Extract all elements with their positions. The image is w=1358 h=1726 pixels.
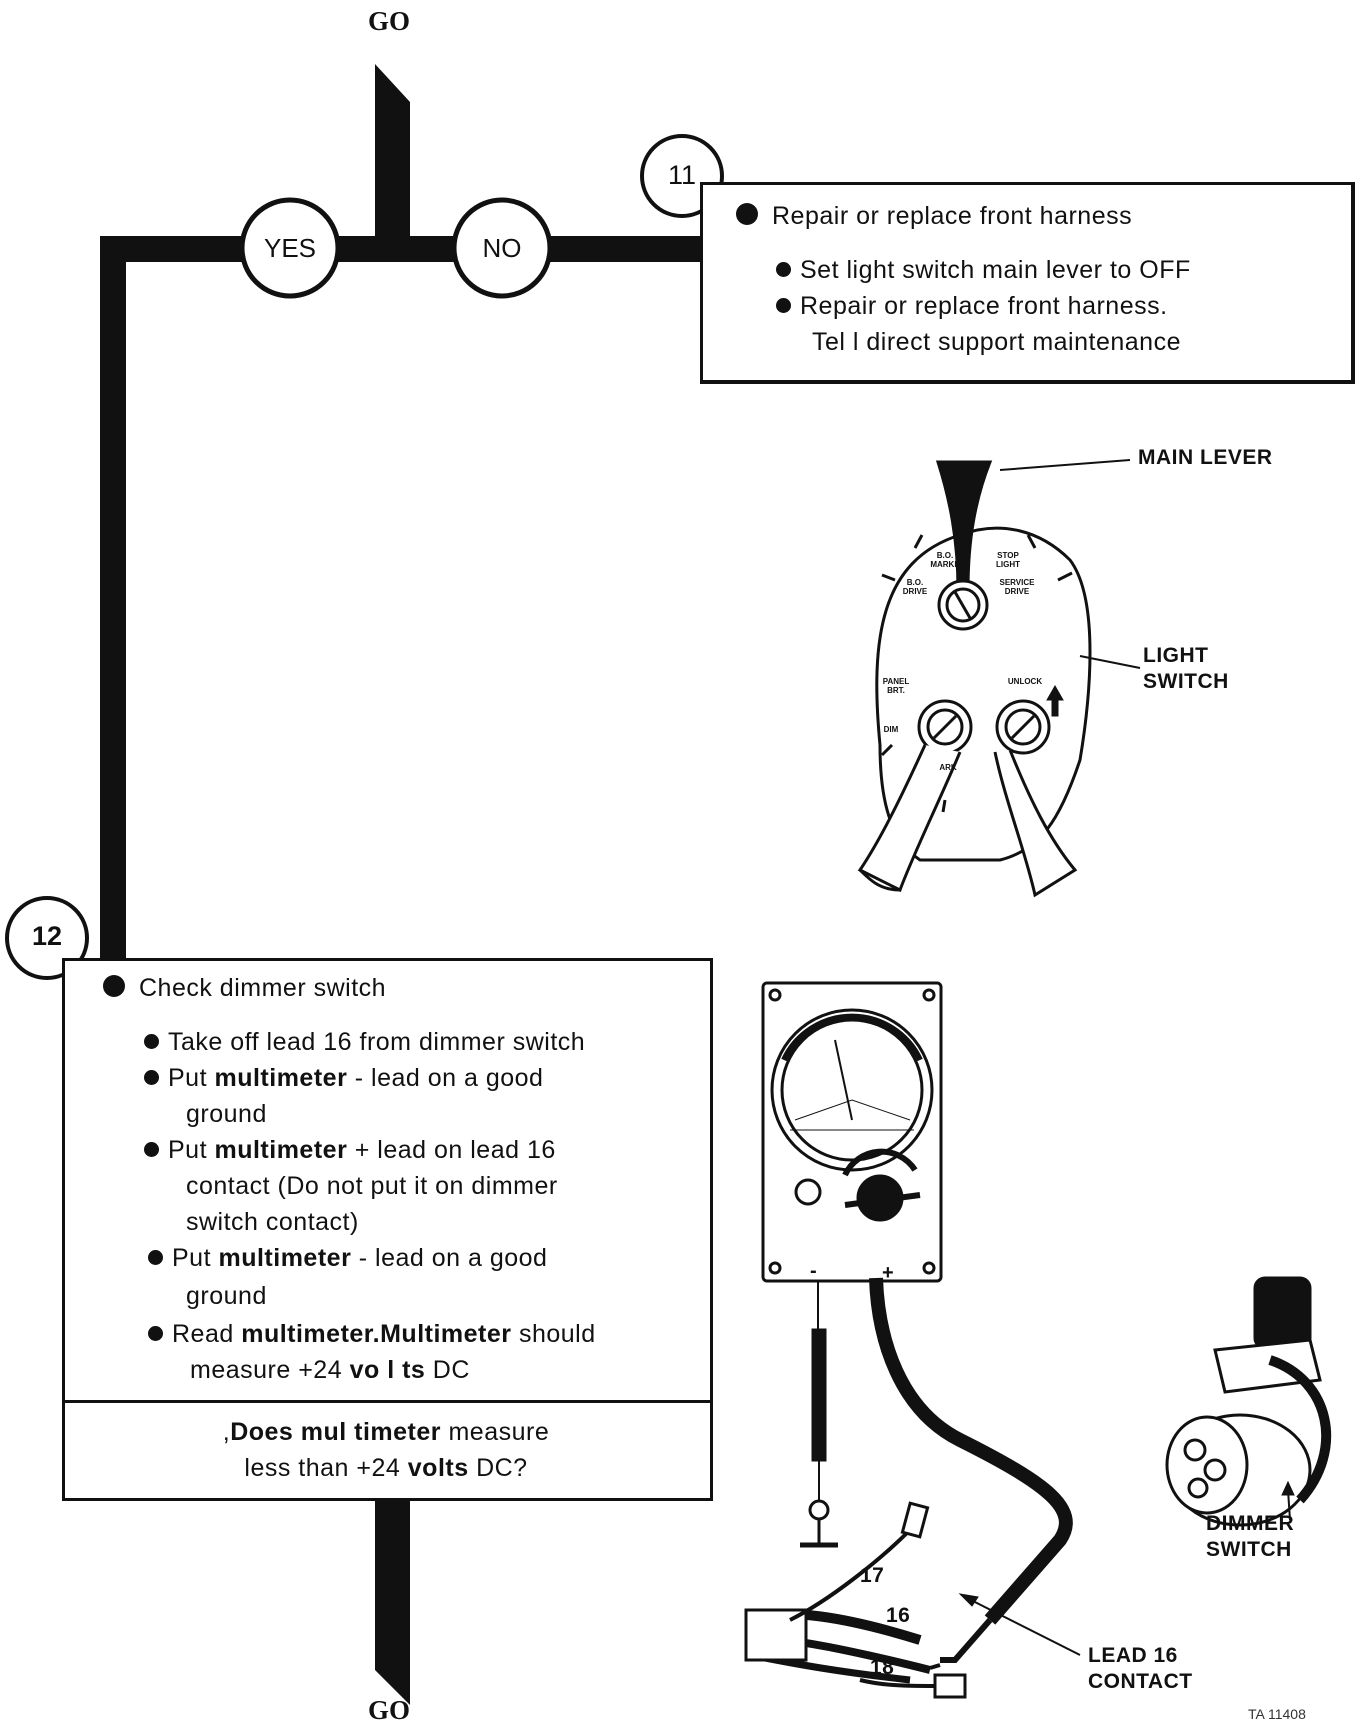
- step12-item-1: Take off lead 16 from dimmer switch: [144, 1024, 585, 1060]
- step11-item-3: Tel l direct support maintenance: [812, 328, 1181, 356]
- plus-terminal: +: [882, 1262, 894, 1284]
- horizontal-flow-bar: [100, 236, 712, 262]
- bullet-icon: [144, 1034, 159, 1049]
- bo-drive-text: B.O.DRIVE: [902, 578, 928, 596]
- bottom-go-label: GO: [368, 1695, 411, 1725]
- lead-17-label: 17: [860, 1564, 885, 1587]
- yes-circle: [239, 197, 341, 299]
- dimmer-callout: DIMMER: [1206, 1512, 1295, 1535]
- step12-item-3: Put multimeter + lead on lead 16: [144, 1132, 556, 1168]
- step12-item-5: Read multimeter.Multimeter should: [148, 1316, 596, 1352]
- bullet-icon: [776, 298, 791, 313]
- bo-marker-text: B.O.MARKE: [930, 551, 960, 569]
- ark-text: ARK: [939, 763, 957, 772]
- lead16-callout: LEAD 16: [1088, 1644, 1178, 1667]
- dimmer-switch-callout: SWITCH: [1206, 1538, 1292, 1561]
- contact-callout: CONTACT: [1088, 1670, 1193, 1693]
- bullet-icon: [776, 262, 791, 277]
- step12-item-4: Put multimeter - lead on a good: [148, 1240, 547, 1276]
- step12-item-3-cont2: switch contact): [186, 1208, 359, 1236]
- step11-number: 11: [667, 160, 697, 190]
- step12-divider: [62, 1400, 710, 1403]
- bullet-icon: [148, 1250, 163, 1265]
- lead-16-label: 16: [886, 1604, 911, 1627]
- step12-question-line2: less than +24 volts DC?: [244, 1454, 528, 1482]
- figure-id: TA 11408: [1248, 1706, 1306, 1722]
- step12-item-5-cont: measure +24 vo l ts DC: [190, 1356, 470, 1384]
- bullet-icon: [144, 1142, 159, 1157]
- top-go-label: GO: [368, 6, 411, 36]
- step11-item-2: Repair or replace front harness.: [776, 288, 1168, 324]
- left-flow-bar: [100, 236, 126, 961]
- yes-label: YES: [263, 233, 317, 263]
- step12-box: [62, 958, 713, 1501]
- bullet-icon: [144, 1070, 159, 1085]
- no-circle: [451, 197, 553, 299]
- step11-item-1: Set light switch main lever to OFF: [776, 252, 1191, 288]
- no-label: NO: [482, 233, 522, 263]
- switch-callout: SWITCH: [1143, 670, 1229, 693]
- bottom-flow-line: [375, 1498, 410, 1705]
- lead-18-label: 18: [870, 1656, 895, 1679]
- step12-number: 12: [31, 921, 63, 951]
- step11-title: Repair or replace front harness: [736, 198, 1132, 234]
- step12-title: Check dimmer switch: [103, 970, 386, 1006]
- step12-item-3-cont: contact (Do not put it on dimmer: [186, 1172, 558, 1200]
- bullet-icon: [103, 975, 125, 997]
- top-flow-line: [375, 57, 410, 240]
- unlock-text: UNLOCK: [1007, 677, 1043, 686]
- minus-terminal: -: [810, 1260, 817, 1282]
- step12-item-4-cont: ground: [186, 1282, 267, 1310]
- bullet-icon: [736, 203, 758, 225]
- light-callout: LIGHT: [1143, 644, 1209, 667]
- step11-box: [700, 182, 1355, 384]
- light-switch-illustration: [857, 459, 1141, 898]
- dim-text: DIM: [883, 725, 899, 734]
- step12-question-line1: ,Does mul timeter measure: [222, 1418, 550, 1446]
- multimeter-illustration: [744, 981, 1332, 1699]
- bullet-icon: [148, 1326, 163, 1341]
- step12-item-2: Put multimeter - lead on a good: [144, 1060, 543, 1096]
- main-lever-callout: MAIN LEVER: [1138, 446, 1273, 469]
- step12-item-2-cont: ground: [186, 1100, 267, 1128]
